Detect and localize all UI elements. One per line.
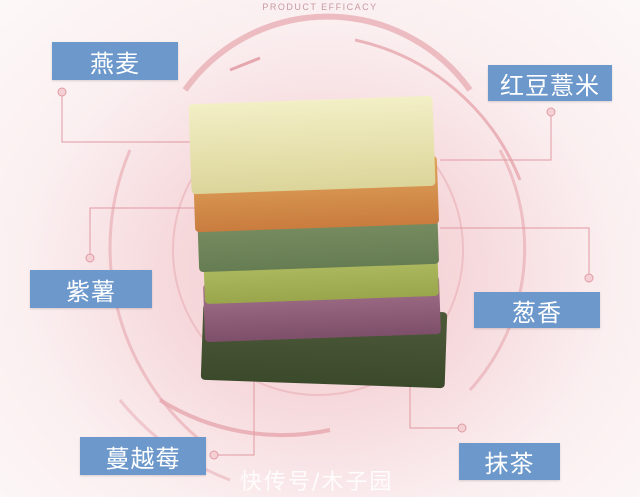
product-efficacy-subtitle: PRODUCT EFFICACY <box>262 2 378 12</box>
watermark: 快传号/木子园 <box>240 470 394 495</box>
label-cranberry: 蔓越莓 <box>80 437 206 475</box>
label-red-bean-barley: 红豆薏米 <box>488 65 612 101</box>
label-scallion: 葱香 <box>474 292 600 328</box>
label-matcha: 抹茶 <box>459 443 560 480</box>
oat-layer <box>188 95 436 195</box>
label-purple-potato: 紫薯 <box>30 270 152 308</box>
label-oat: 燕麦 <box>52 42 178 80</box>
